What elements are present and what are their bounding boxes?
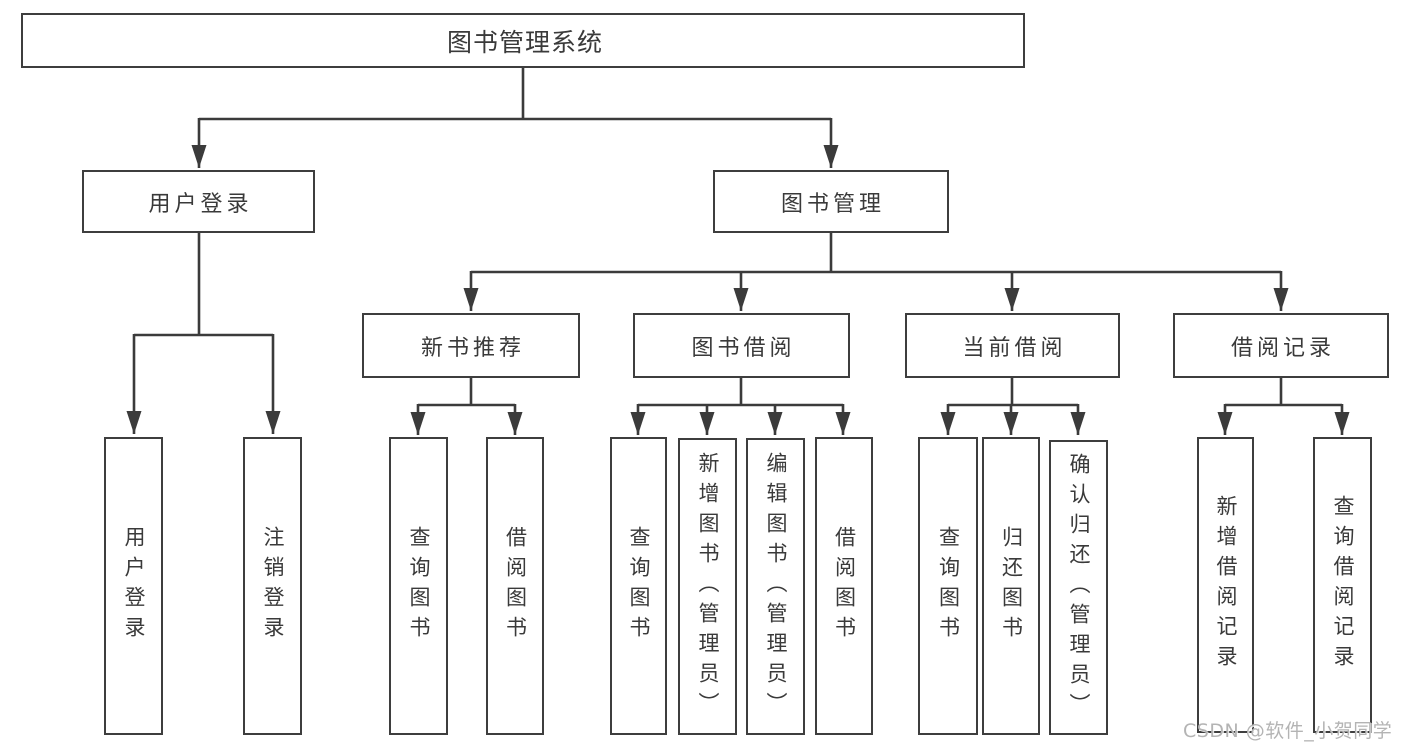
leaf-borrow-books-borrowing: 借阅图书 (815, 437, 873, 735)
node-label: 借阅记录 (1230, 335, 1335, 361)
leaf-confirm-return-admin: 确认归还（管理员） (1049, 440, 1108, 735)
node-label: 图书管理 (780, 191, 885, 217)
new-book-recommend-fork (410, 378, 523, 435)
leaf-logout: 注销登录 (243, 437, 302, 735)
leaf-label: 借阅图书 (503, 526, 528, 646)
book-management-fork (463, 233, 1289, 311)
leaf-label: 借阅图书 (832, 526, 857, 646)
node-label: 图书管理系统 (446, 27, 603, 57)
node-label: 当前借阅 (962, 335, 1067, 361)
node-label: 用户登录 (148, 191, 253, 217)
leaf-edit-books-admin: 编辑图书（管理员） (746, 438, 805, 735)
csdn-watermark: CSDN @软件_小贺同学 (1183, 720, 1393, 742)
leaf-label: 新增借阅记录 (1214, 495, 1238, 675)
current-borrowing-fork (940, 378, 1086, 435)
leaf-label: 归还图书 (999, 526, 1024, 646)
leaf-query-books-recommend: 查询图书 (389, 437, 448, 735)
leaf-query-borrow-record: 查询借阅记录 (1313, 437, 1372, 733)
leaf-label: 查询图书 (407, 526, 431, 646)
leaf-label: 注销登录 (261, 526, 285, 646)
leaf-label: 确认归还（管理员） (1067, 452, 1091, 723)
leaf-add-borrow-record: 新增借阅记录 (1197, 437, 1254, 733)
leaf-label: 用户登录 (122, 526, 146, 646)
book-borrowing-fork (630, 378, 851, 435)
leaf-label: 查询图书 (936, 526, 961, 646)
leaf-query-books-borrowing: 查询图书 (610, 437, 667, 735)
leaf-label: 查询借阅记录 (1331, 495, 1355, 675)
node-new-book-recommend: 新书推荐 (362, 313, 580, 378)
node-book-management: 图书管理 (713, 170, 949, 233)
node-borrowing-records: 借阅记录 (1173, 313, 1389, 378)
leaf-borrow-books-recommend: 借阅图书 (486, 437, 544, 735)
node-current-borrowing: 当前借阅 (905, 313, 1120, 378)
leaf-label: 编辑图书（管理员） (764, 451, 788, 722)
node-label: 图书借阅 (691, 335, 796, 361)
leaf-label: 查询图书 (627, 526, 651, 646)
node-label: 新书推荐 (420, 335, 525, 361)
node-user-login: 用户登录 (82, 170, 315, 233)
leaf-label: 新增图书（管理员） (696, 451, 720, 722)
leaf-add-books-admin: 新增图书（管理员） (678, 438, 737, 735)
node-book-borrowing: 图书借阅 (633, 313, 850, 378)
user-login-fork (126, 233, 281, 434)
leaf-user-login: 用户登录 (104, 437, 163, 735)
root-fork (191, 68, 839, 168)
node-root-system: 图书管理系统 (21, 13, 1025, 68)
leaf-query-books-current: 查询图书 (918, 437, 978, 735)
leaf-return-books: 归还图书 (982, 437, 1040, 735)
borrowing-records-fork (1217, 378, 1350, 435)
